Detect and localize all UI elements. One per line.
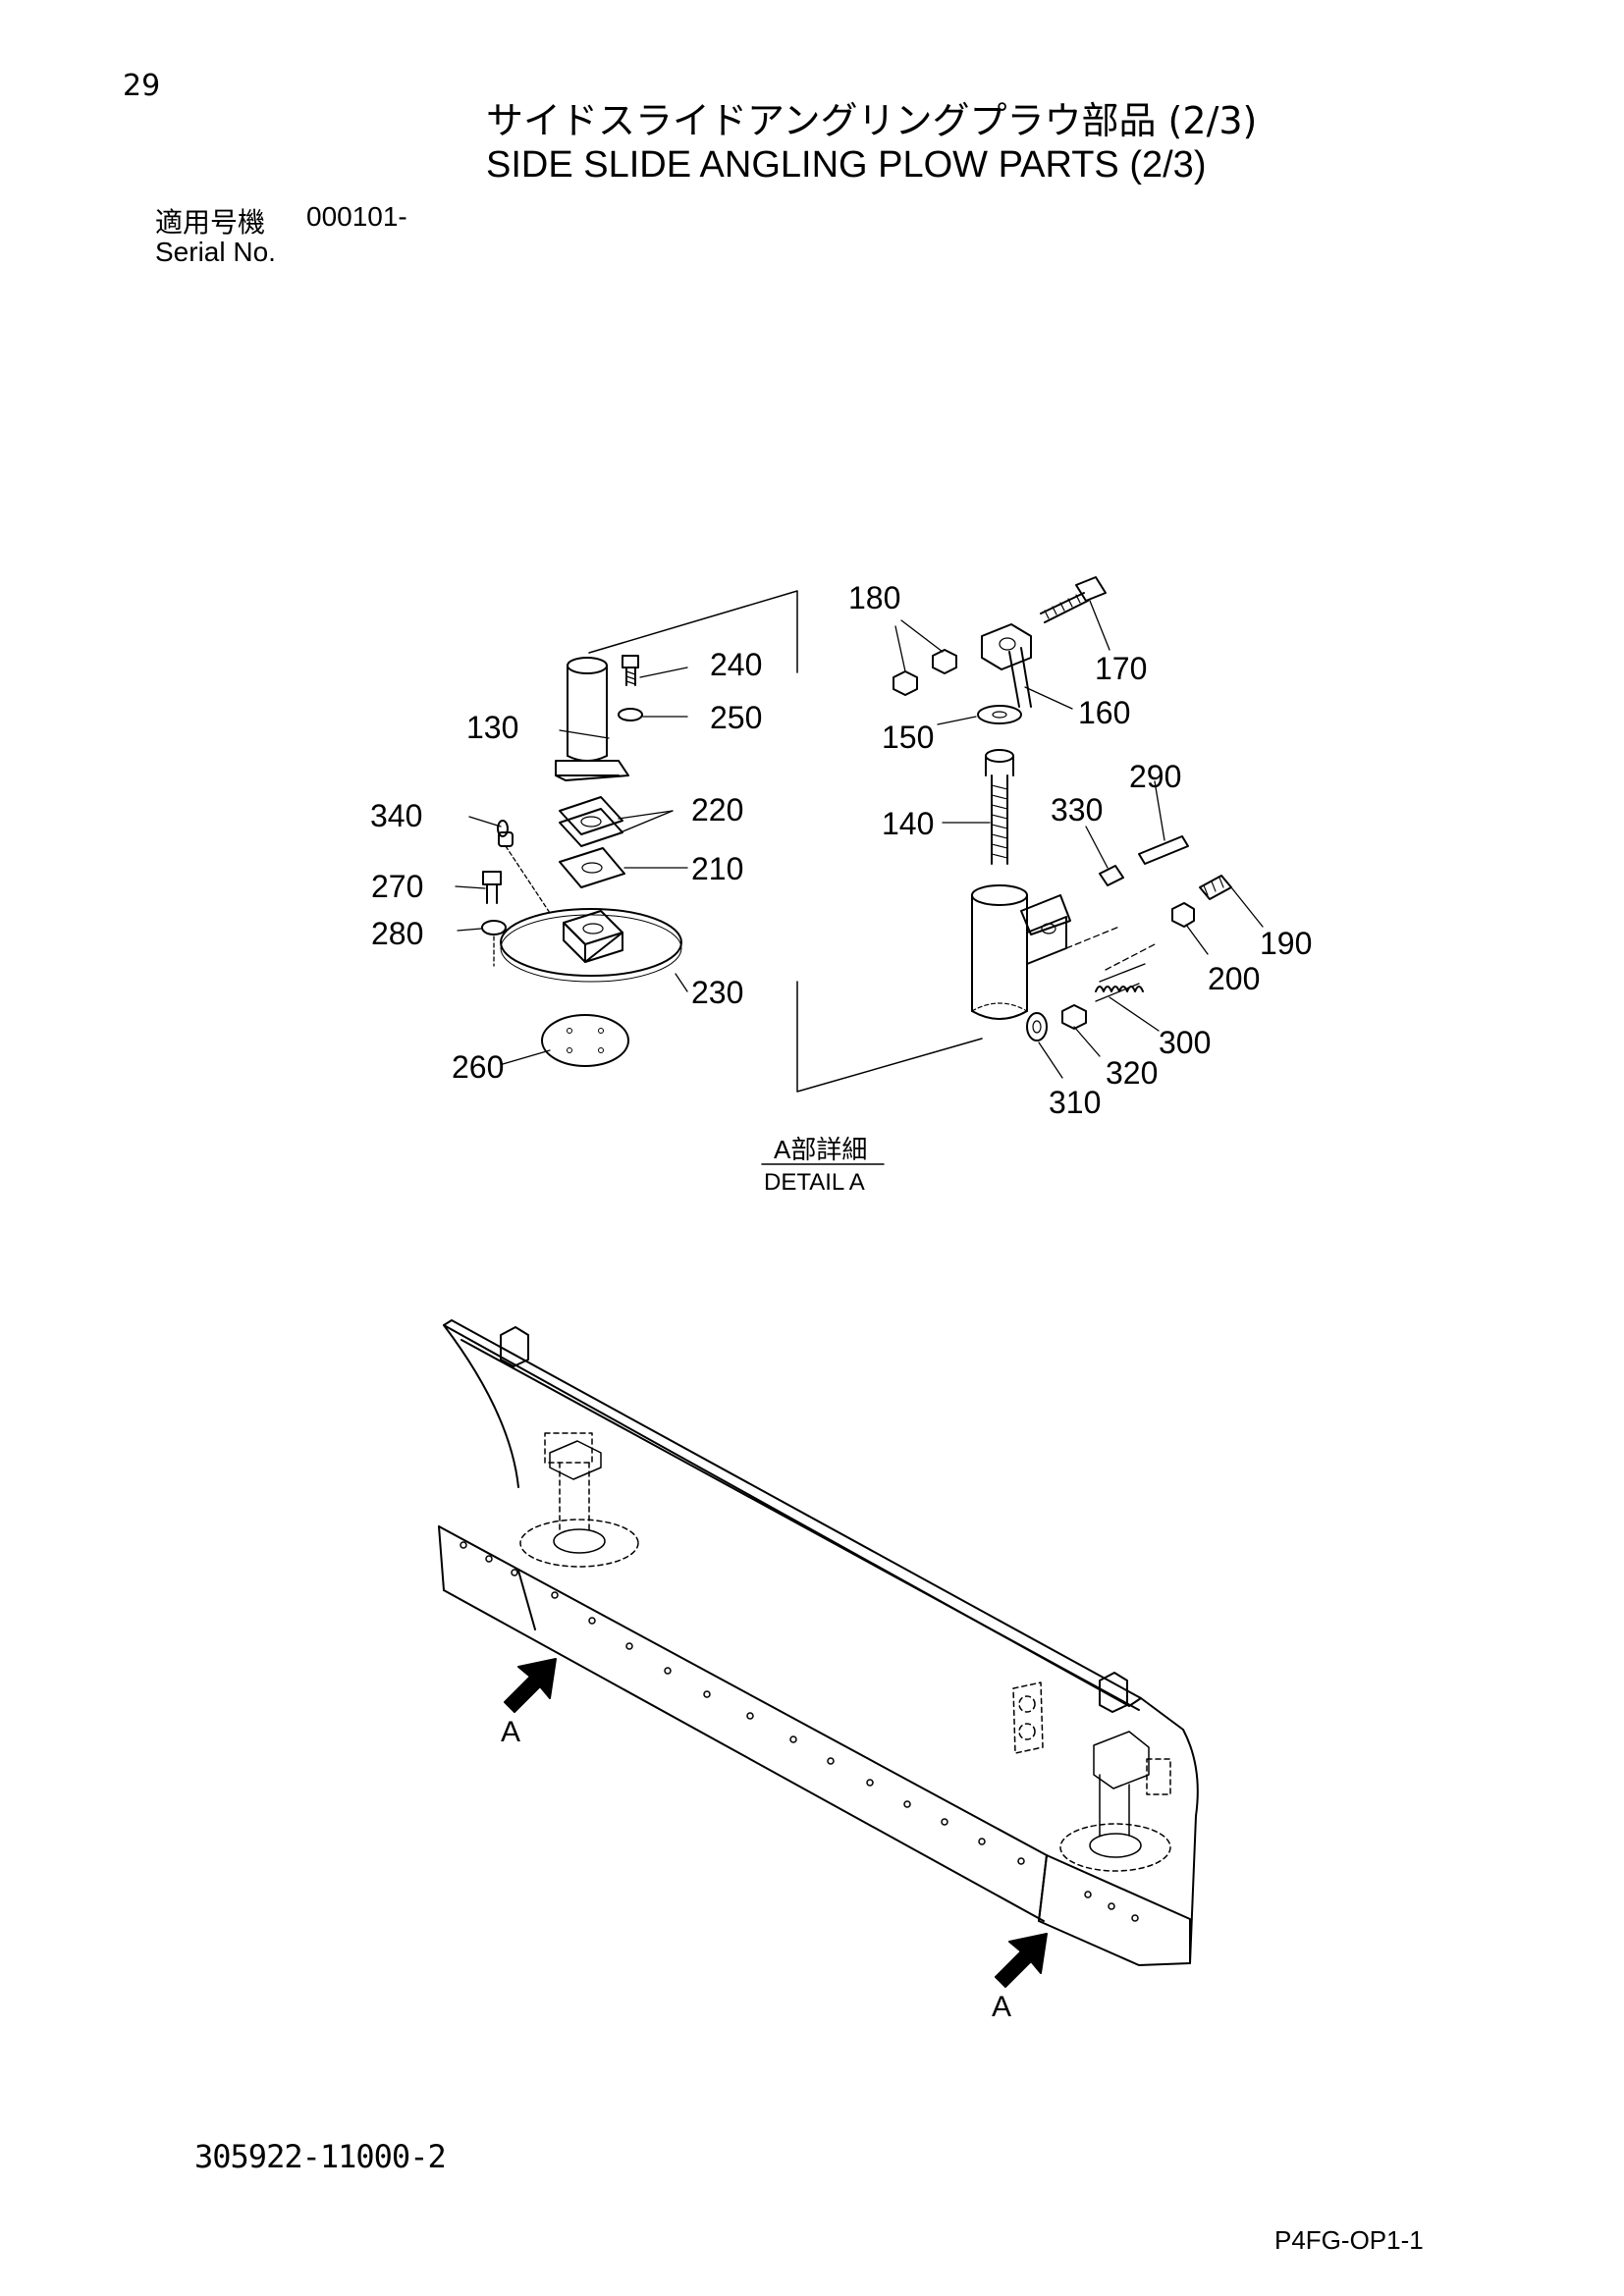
mid-hidden-plate xyxy=(1012,1682,1044,1754)
page-title-en: SIDE SLIDE ANGLING PLOW PARTS (2/3) xyxy=(486,144,1207,186)
callout-280: 280 xyxy=(371,916,423,951)
page-title-jp: サイドスライドアングリングプラウ部品 (2/3) xyxy=(486,99,1258,142)
part-250-washer xyxy=(618,708,643,721)
arrow-a-right-label: A xyxy=(992,1991,1011,2023)
part-280-washer xyxy=(481,920,507,935)
part-130-tube xyxy=(555,657,629,781)
callout-170: 170 xyxy=(1095,651,1147,686)
callout-240: 240 xyxy=(710,647,762,682)
drawing-number: 305922-11000-2 xyxy=(194,2138,447,2175)
left-pivot-solid xyxy=(549,1440,606,1554)
callout-250: 250 xyxy=(710,700,762,735)
callout-150: 150 xyxy=(882,720,934,755)
part-200-nut xyxy=(1171,902,1209,955)
part-330-bushing xyxy=(1085,826,1124,886)
part-140-pin xyxy=(942,749,1014,865)
part-300-spring xyxy=(1095,943,1160,1032)
part-180-nuts xyxy=(893,619,957,696)
part-310-washer xyxy=(1026,1012,1063,1079)
cutting-edge-bolt-holes xyxy=(460,1541,1139,1922)
callout-260: 260 xyxy=(452,1049,504,1085)
serial-label-en: Serial No. xyxy=(155,237,276,267)
part-160-stopper xyxy=(981,623,1073,710)
callout-190: 190 xyxy=(1260,926,1312,961)
serial-value: 000101- xyxy=(306,201,407,232)
serial-label-jp: 適用号機 xyxy=(155,206,266,239)
detail-caption: A部詳細 DETAIL A xyxy=(764,1135,867,1196)
left-leader-lines xyxy=(455,667,688,1065)
arrow-a-right xyxy=(995,1933,1048,1988)
part-340-grease-nipple xyxy=(497,820,514,847)
part-210-plate xyxy=(559,847,625,888)
callout-140: 140 xyxy=(882,806,934,841)
arrow-a-left xyxy=(504,1658,557,1713)
plow-blade xyxy=(438,1319,1199,1966)
callout-labels: 130 140 150 160 170 180 190 200 210 220 … xyxy=(370,580,1312,1120)
part-270-bolt xyxy=(482,871,502,904)
callout-290: 290 xyxy=(1129,759,1181,794)
callout-160: 160 xyxy=(1078,695,1130,730)
housing-tube xyxy=(971,884,1120,1020)
callout-310: 310 xyxy=(1049,1085,1101,1120)
part-260-cover xyxy=(541,1014,629,1067)
callout-230: 230 xyxy=(691,975,743,1010)
left-hidden-pivot xyxy=(519,1432,639,1568)
callout-300: 300 xyxy=(1159,1025,1211,1060)
part-320-nut xyxy=(1061,1004,1101,1057)
callout-220: 220 xyxy=(691,792,743,828)
part-150-washer xyxy=(937,705,1022,725)
callout-270: 270 xyxy=(371,869,423,904)
page-number: 29 xyxy=(123,69,161,103)
callout-340: 340 xyxy=(370,798,422,833)
part-230-disc xyxy=(500,908,682,983)
callout-210: 210 xyxy=(691,851,743,886)
page-code: P4FG-OP1-1 xyxy=(1274,2225,1424,2255)
part-240-bolt xyxy=(622,655,639,686)
part-170-bolt xyxy=(1040,576,1110,651)
callout-180: 180 xyxy=(848,580,900,615)
left-pivot-assembly xyxy=(455,590,798,1067)
part-220-shims xyxy=(559,796,623,847)
detail-label-jp: A部詳細 xyxy=(774,1135,867,1164)
callout-320: 320 xyxy=(1106,1055,1158,1091)
callout-330: 330 xyxy=(1051,792,1103,828)
right-pivot xyxy=(1059,1731,1171,1872)
part-290-pin xyxy=(1138,780,1189,865)
arrow-a-left-label: A xyxy=(501,1716,520,1748)
part-190-bolt xyxy=(1199,875,1264,928)
callout-130: 130 xyxy=(466,710,518,745)
right-pivot-assembly xyxy=(796,576,1264,1093)
callout-200: 200 xyxy=(1208,961,1260,996)
detail-label-en: DETAIL A xyxy=(764,1169,865,1196)
